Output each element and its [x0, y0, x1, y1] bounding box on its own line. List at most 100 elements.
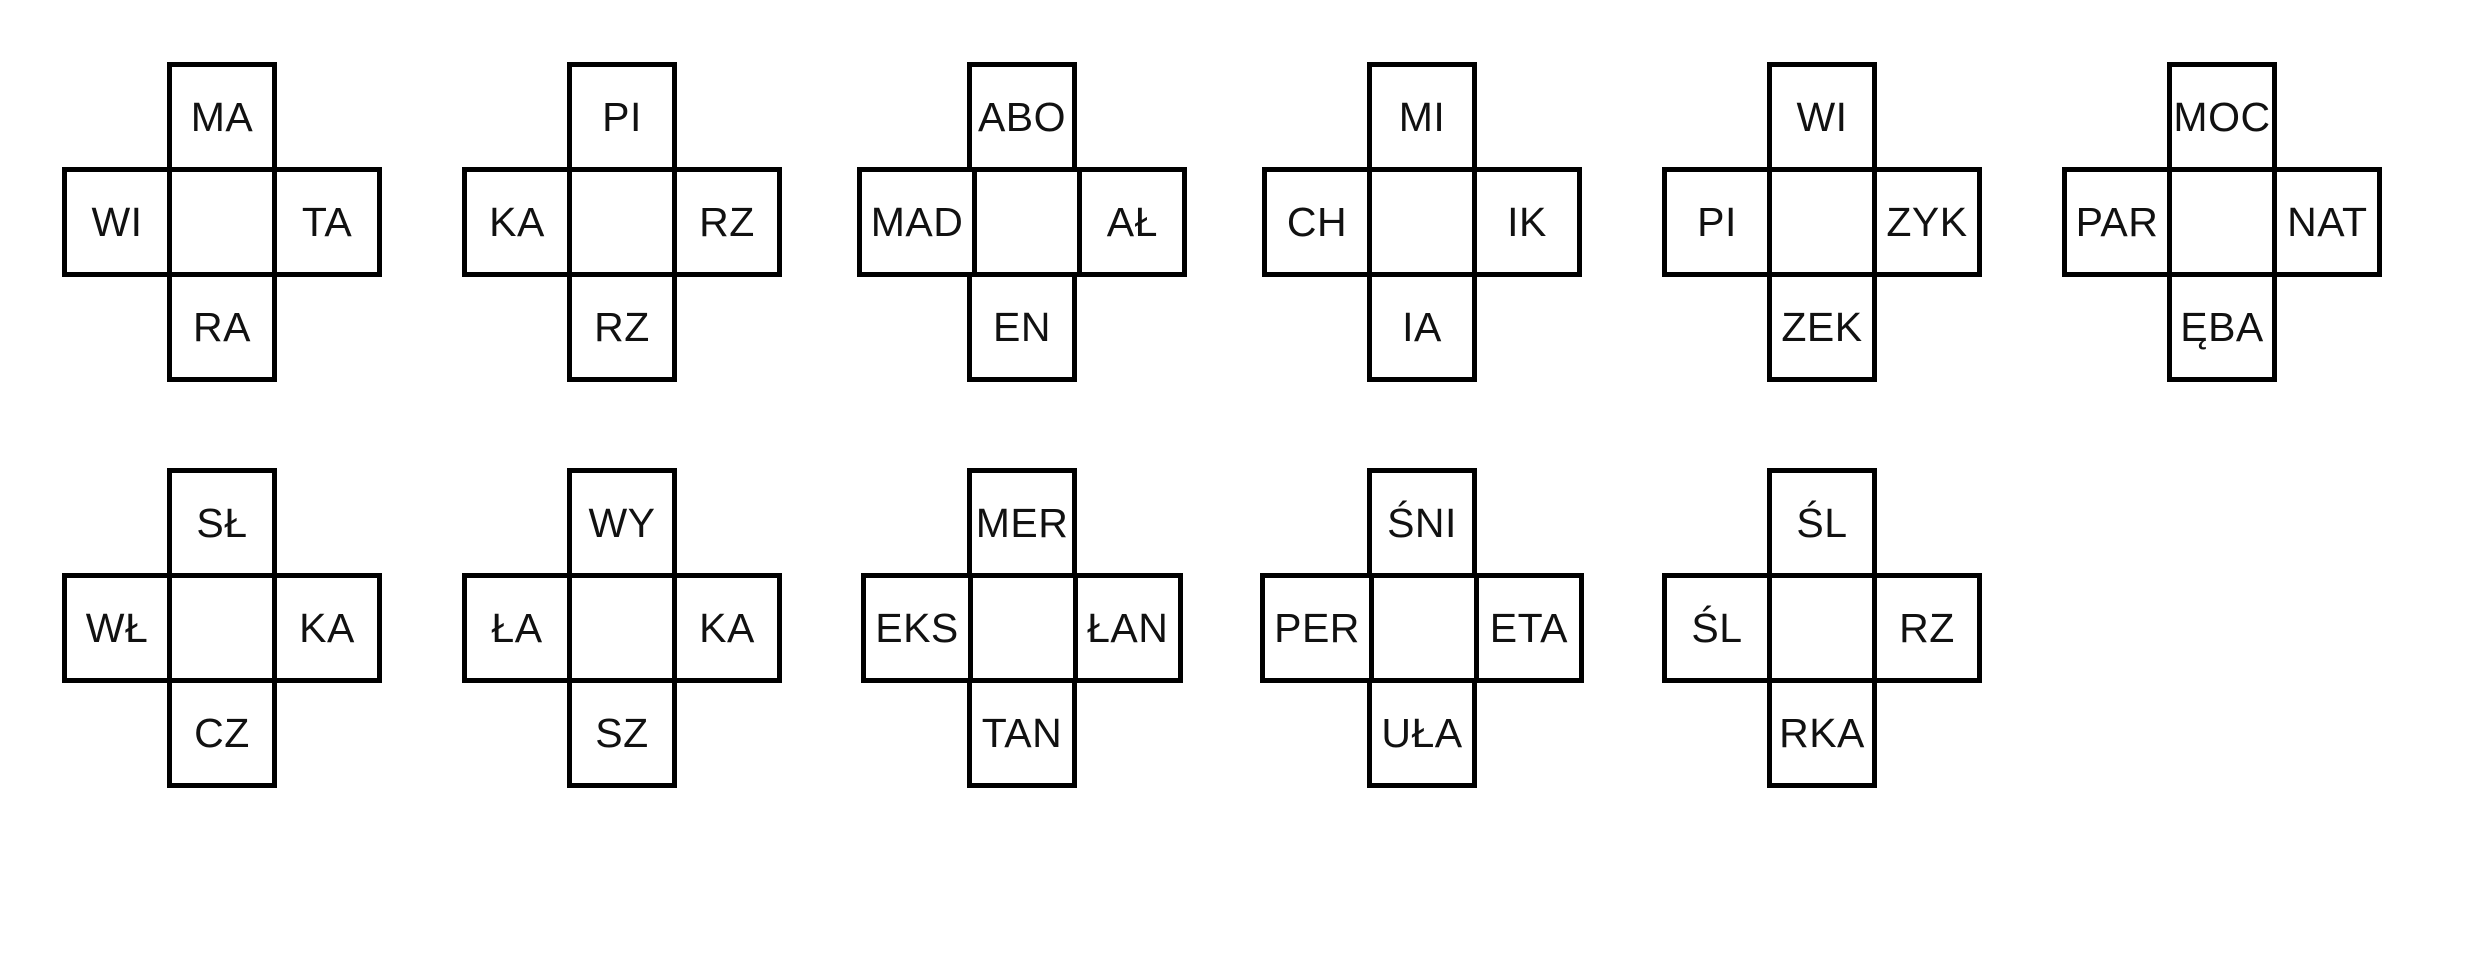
cross-top-row: MOC	[2167, 62, 2277, 172]
cross-cell-bottom[interactable]: SZ	[567, 678, 677, 788]
cross-cell-right[interactable]: KA	[272, 573, 382, 683]
cross-cell-right[interactable]: KA	[672, 573, 782, 683]
word-cross-3[interactable]: ABO MAD AŁ EN	[822, 62, 1222, 382]
cross-cell-top[interactable]: SŁ	[167, 468, 277, 578]
cross-bottom-row: UŁA	[1367, 678, 1477, 788]
cross-cell-left[interactable]: WI	[62, 167, 172, 277]
cross-cell-bottom[interactable]: RA	[167, 272, 277, 382]
cross-top-row: SŁ	[167, 468, 277, 578]
cross-cell-right[interactable]: RZ	[672, 167, 782, 277]
cross-cell-bottom[interactable]: EN	[967, 272, 1077, 382]
cross-cell-center[interactable]	[1367, 167, 1477, 277]
cross-bottom-row: ZEK	[1767, 272, 1877, 382]
cross-middle-row: PER ETA	[1260, 573, 1584, 683]
cross-bottom-row: RKA	[1767, 678, 1877, 788]
cross-middle-row: ŁA KA	[462, 573, 782, 683]
word-cross-8[interactable]: WY ŁA KA SZ	[422, 468, 822, 788]
cross-cell-bottom[interactable]: RKA	[1767, 678, 1877, 788]
cross-cell-bottom[interactable]: ĘBA	[2167, 272, 2277, 382]
cross-middle-row: ŚL RZ	[1662, 573, 1982, 683]
cross-cell-bottom[interactable]: TAN	[967, 678, 1077, 788]
cross-middle-row: KA RZ	[462, 167, 782, 277]
cross-cell-left[interactable]: PAR	[2061, 167, 2173, 277]
cross-bottom-row: CZ	[167, 678, 277, 788]
cross-cell-top[interactable]: MA	[167, 62, 277, 172]
cross-top-row: MI	[1367, 62, 1477, 172]
cross-top-row: ABO	[967, 62, 1077, 172]
word-cross-1[interactable]: MA WI TA RA	[22, 62, 422, 382]
word-cross-2[interactable]: PI KA RZ RZ	[422, 62, 822, 382]
cross-cell-right[interactable]: AŁ	[1077, 167, 1188, 277]
puzzle-row-1: MA WI TA RA PI KA RZ RZ	[0, 0, 2480, 382]
cross-cell-left[interactable]: MAD	[856, 167, 978, 277]
cross-cell-bottom[interactable]: IA	[1367, 272, 1477, 382]
cross-cell-center[interactable]	[567, 573, 677, 683]
cross-cell-center[interactable]	[2167, 167, 2278, 277]
puzzle-row-2: SŁ WŁ KA CZ WY ŁA KA SZ	[0, 382, 2480, 788]
cross-cell-top[interactable]: WY	[567, 468, 677, 578]
cross-cell-center[interactable]	[567, 167, 677, 277]
word-cross-9[interactable]: MER EKS ŁAN TAN	[822, 468, 1222, 788]
cross-cell-left[interactable]: WŁ	[62, 573, 172, 683]
cross-middle-row: MAD AŁ	[856, 167, 1188, 277]
word-cross-10[interactable]: ŚNI PER ETA UŁA	[1222, 468, 1622, 788]
cross-bottom-row: RZ	[567, 272, 677, 382]
word-cross-6[interactable]: MOC PAR NAT ĘBA	[2022, 62, 2422, 382]
cross-cell-right[interactable]: NAT	[2272, 167, 2383, 277]
cross-cell-top[interactable]: MOC	[2167, 62, 2277, 172]
cross-cell-center[interactable]	[1767, 167, 1877, 277]
word-cross-7[interactable]: SŁ WŁ KA CZ	[22, 468, 422, 788]
cross-cell-right[interactable]: IK	[1472, 167, 1582, 277]
word-cross-4[interactable]: MI CH IK IA	[1222, 62, 1622, 382]
cross-bottom-row: RA	[167, 272, 277, 382]
cross-cell-left[interactable]: CH	[1262, 167, 1372, 277]
cross-cell-right[interactable]: TA	[272, 167, 382, 277]
cross-cell-right[interactable]: ETA	[1473, 573, 1584, 683]
cross-cell-top[interactable]: MER	[967, 468, 1077, 578]
cross-cell-left[interactable]: PI	[1662, 167, 1772, 277]
cross-cell-center[interactable]	[967, 573, 1078, 683]
cross-middle-row: EKS ŁAN	[861, 573, 1183, 683]
cross-middle-row: PI ZYK	[1662, 167, 1982, 277]
cross-cell-bottom[interactable]: ZEK	[1767, 272, 1877, 382]
cross-cell-left[interactable]: PER	[1260, 573, 1374, 683]
cross-cell-top[interactable]: MI	[1367, 62, 1477, 172]
cross-cell-right[interactable]: RZ	[1872, 573, 1982, 683]
cross-cell-top[interactable]: ABO	[967, 62, 1077, 172]
cross-cell-top[interactable]: WI	[1767, 62, 1877, 172]
cross-top-row: PI	[567, 62, 677, 172]
cross-cell-center[interactable]	[972, 167, 1083, 277]
cross-cell-top[interactable]: ŚNI	[1367, 468, 1477, 578]
cross-bottom-row: IA	[1367, 272, 1477, 382]
cross-cell-center[interactable]	[167, 573, 277, 683]
cross-cell-bottom[interactable]: RZ	[567, 272, 677, 382]
cross-middle-row: PAR NAT	[2061, 167, 2383, 277]
cross-cell-bottom[interactable]: UŁA	[1367, 678, 1477, 788]
word-cross-11[interactable]: ŚL ŚL RZ RKA	[1622, 468, 2022, 788]
cross-cell-left[interactable]: EKS	[861, 573, 973, 683]
cross-top-row: WI	[1767, 62, 1877, 172]
cross-cell-left[interactable]: ŚL	[1662, 573, 1772, 683]
cross-cell-bottom[interactable]: CZ	[167, 678, 277, 788]
cross-middle-row: WI TA	[62, 167, 382, 277]
cross-cell-top[interactable]: PI	[567, 62, 677, 172]
cross-cell-right[interactable]: ŁAN	[1072, 573, 1183, 683]
cross-cell-left[interactable]: ŁA	[462, 573, 572, 683]
cross-top-row: ŚL	[1767, 468, 1877, 578]
cross-cell-center[interactable]	[1767, 573, 1877, 683]
cross-middle-row: CH IK	[1262, 167, 1582, 277]
cross-bottom-row: ĘBA	[2167, 272, 2277, 382]
cross-cell-top[interactable]: ŚL	[1767, 468, 1877, 578]
cross-middle-row: WŁ KA	[62, 573, 382, 683]
cross-cell-center[interactable]	[1368, 573, 1479, 683]
cross-cell-left[interactable]: KA	[462, 167, 572, 277]
cross-cell-center[interactable]	[167, 167, 277, 277]
cross-bottom-row: TAN	[967, 678, 1077, 788]
cross-top-row: WY	[567, 468, 677, 578]
cross-top-row: ŚNI	[1367, 468, 1477, 578]
cross-top-row: MER	[967, 468, 1077, 578]
cross-bottom-row: SZ	[567, 678, 677, 788]
word-cross-5[interactable]: WI PI ZYK ZEK	[1622, 62, 2022, 382]
cross-cell-right[interactable]: ZYK	[1872, 167, 1982, 277]
